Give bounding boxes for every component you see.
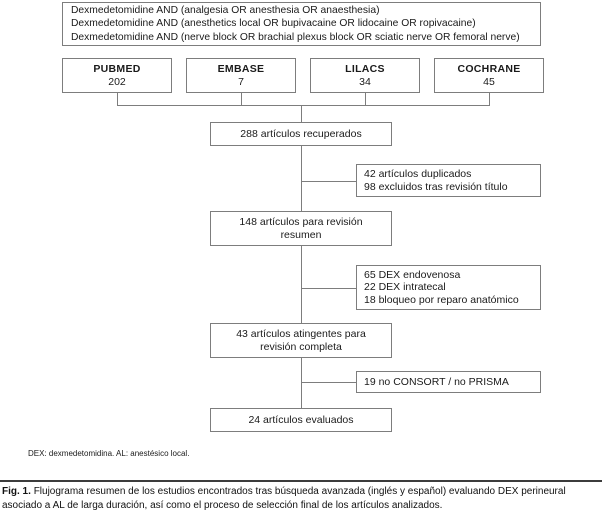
exclusion-box-stage-2: 65 DEX endovenosa 22 DEX intratecal 18 b…: [356, 265, 541, 310]
database-box-cochrane: COCHRANE 45: [434, 58, 544, 93]
connector-branch-exclusion-1: [301, 181, 357, 182]
exclusion-line: 42 artículos duplicados: [364, 168, 472, 180]
figure-caption: Fig. 1. Flujograma resumen de los estudi…: [2, 485, 600, 512]
connector-stem-cochrane: [489, 93, 490, 106]
exclusion-line: 22 DEX intratecal: [364, 281, 446, 294]
query-line-1: Dexmedetomidine AND (analgesia OR anesth…: [71, 4, 380, 16]
database-count: 34: [359, 75, 371, 88]
connector-branch-exclusion-2: [301, 288, 357, 289]
exclusion-line: 19 no CONSORT / no PRISMA: [364, 375, 509, 388]
flow-box-evaluated: 24 artículos evaluados: [210, 408, 392, 432]
flow-box-line: revisión completa: [260, 340, 342, 353]
flow-box-line: 43 artículos atingentes para: [236, 328, 366, 340]
database-count: 202: [108, 75, 126, 88]
flow-box-line: 24 artículos evaluados: [248, 413, 354, 426]
database-box-lilacs: LILACS 34: [310, 58, 420, 93]
database-count: 7: [238, 75, 244, 88]
figure-caption-label: Fig. 1.: [2, 486, 31, 497]
flow-box-line: 288 artículos recuperados: [240, 127, 362, 140]
exclusion-line: 98 excluidos tras revisión título: [364, 180, 508, 193]
connector-bus-to-retrieved: [301, 105, 302, 123]
exclusion-line: 18 bloqueo por reparo anatómico: [364, 293, 519, 306]
database-name: LILACS: [345, 63, 385, 75]
flow-box-retrieved: 288 artículos recuperados: [210, 122, 392, 146]
search-query-box: Dexmedetomidine AND (analgesia OR anesth…: [62, 2, 541, 46]
abbreviation-footnote: DEX: dexmedetomidina. AL: anestésico loc…: [28, 449, 190, 458]
query-line-3: Dexmedetomidine AND (nerve block OR brac…: [71, 31, 520, 43]
database-box-pubmed: PUBMED 202: [62, 58, 172, 93]
database-count: 45: [483, 75, 495, 88]
connector-database-bus: [117, 105, 490, 106]
exclusion-box-stage-3: 19 no CONSORT / no PRISMA: [356, 371, 541, 393]
database-name: COCHRANE: [457, 63, 521, 75]
exclusion-line: 65 DEX endovenosa: [364, 268, 461, 281]
database-name: EMBASE: [217, 63, 265, 75]
flow-box-abstract-review: 148 artículos para revisión resumen: [210, 211, 392, 246]
query-line-2: Dexmedetomidine AND (anesthetics local O…: [71, 18, 476, 30]
exclusion-box-stage-1: 42 artículos duplicados 98 excluidos tra…: [356, 164, 541, 197]
connector-stem-lilacs: [365, 93, 366, 106]
connector-stem-pubmed: [117, 93, 118, 106]
connector-trunk-3: [301, 358, 302, 409]
flow-box-line: resumen: [280, 228, 322, 241]
connector-trunk-1: [301, 146, 302, 212]
connector-branch-exclusion-3: [301, 382, 357, 383]
database-box-embase: EMBASE 7: [186, 58, 296, 93]
database-name: PUBMED: [93, 63, 141, 75]
flow-box-line: 148 artículos para revisión: [239, 216, 363, 228]
flow-box-fulltext-review: 43 artículos atingentes para revisión co…: [210, 323, 392, 358]
caption-divider-rule: [0, 480, 602, 482]
connector-stem-embase: [241, 93, 242, 106]
connector-trunk-2: [301, 246, 302, 324]
figure-caption-text: Flujograma resumen de los estudios encon…: [2, 486, 566, 511]
